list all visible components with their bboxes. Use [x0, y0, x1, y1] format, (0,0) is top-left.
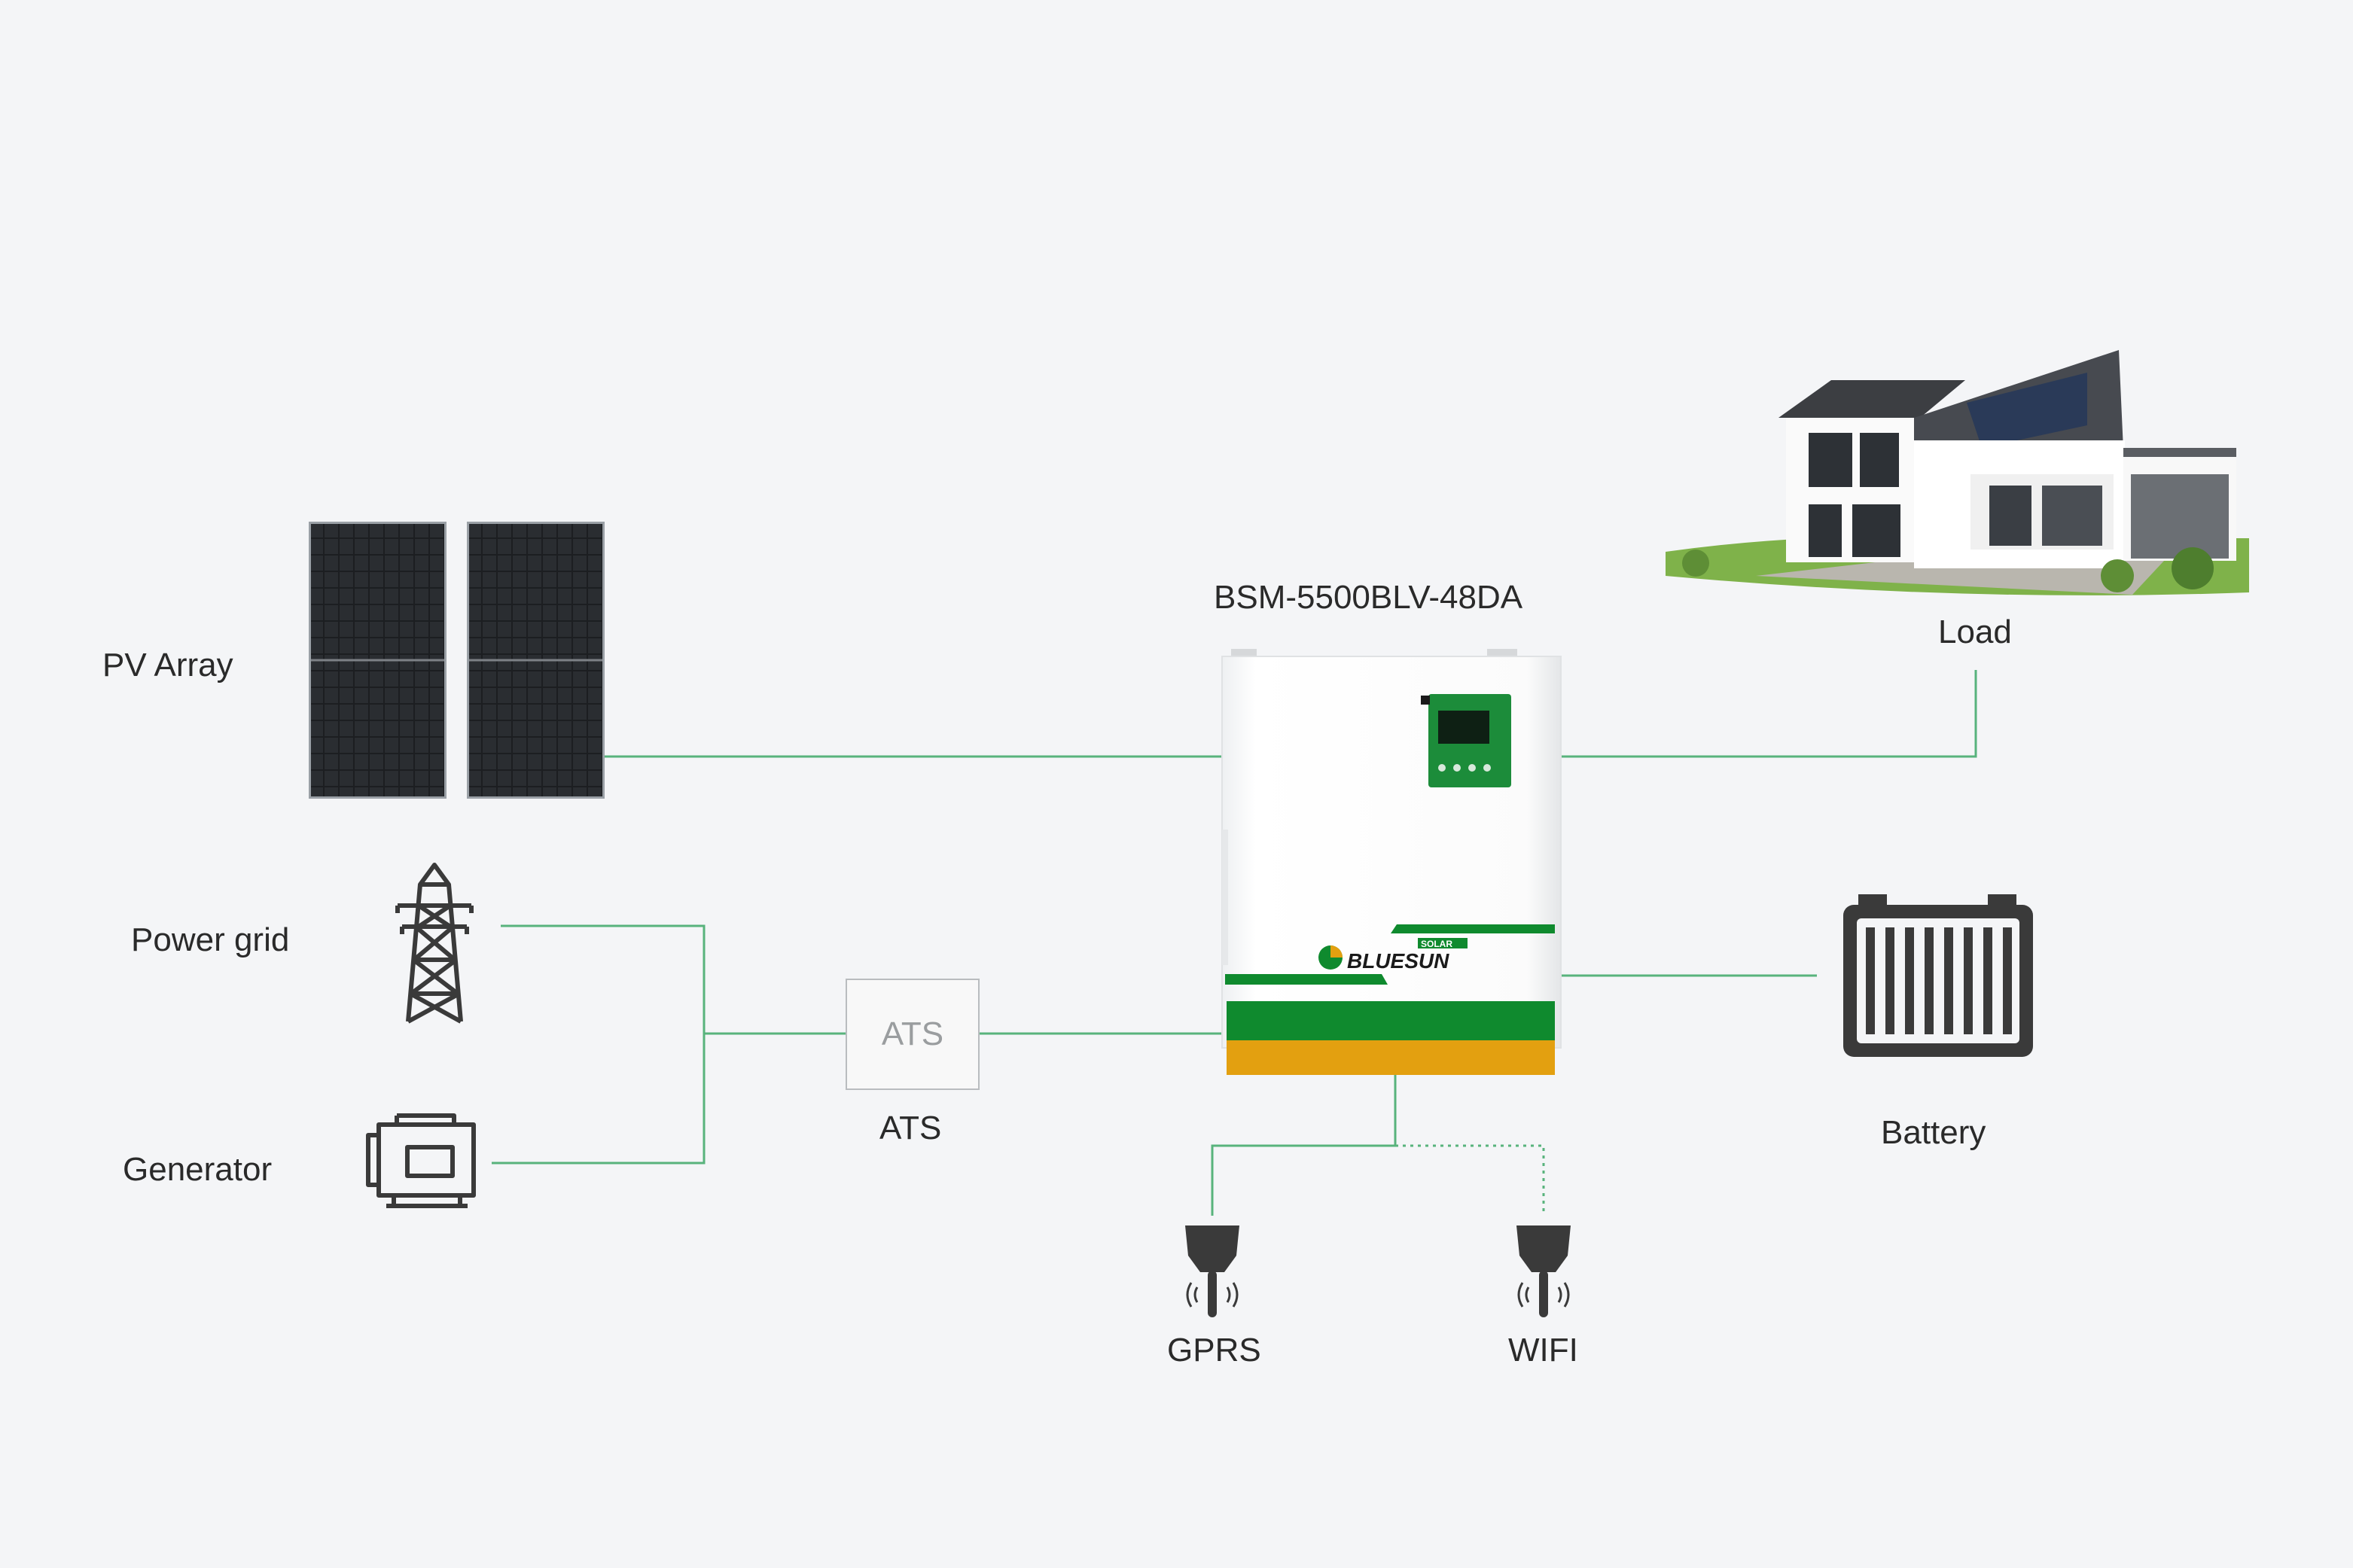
ats-caption: ATS	[879, 1110, 942, 1146]
wire-grid	[492, 924, 706, 1165]
solar-panel-icon	[309, 522, 605, 799]
inverter-model-label: BSM-5500BLV-48DA	[1214, 579, 1523, 616]
power-grid-label: Power grid	[131, 921, 290, 958]
inverter-unit: BLUESUN SOLAR	[1221, 649, 1562, 1075]
generator-label: Generator	[123, 1151, 273, 1188]
wifi-dongle-icon	[1516, 1225, 1571, 1317]
ats-box-label: ATS	[881, 1015, 944, 1052]
battery-label: Battery	[1881, 1114, 1986, 1151]
battery-icon	[1843, 894, 2033, 1057]
ats-box: ATS	[846, 979, 980, 1090]
load-label: Load	[1938, 613, 2012, 650]
inverter-brand: BLUESUN	[1347, 949, 1449, 973]
wire-inverter-load	[1559, 670, 1977, 758]
wire-inverter-down	[1211, 1073, 1397, 1216]
gprs-label: GPRS	[1167, 1332, 1261, 1369]
transmission-tower-icon	[395, 863, 474, 1024]
wifi-label: WIFI	[1508, 1332, 1578, 1369]
inverter-brand-sub: SOLAR	[1421, 939, 1452, 949]
wire-wifi-dotted	[1395, 1144, 1545, 1216]
house-icon	[1666, 350, 2249, 595]
pv-array-label: PV Array	[102, 647, 233, 684]
gprs-dongle-icon	[1185, 1225, 1239, 1317]
generator-icon	[366, 1113, 476, 1208]
